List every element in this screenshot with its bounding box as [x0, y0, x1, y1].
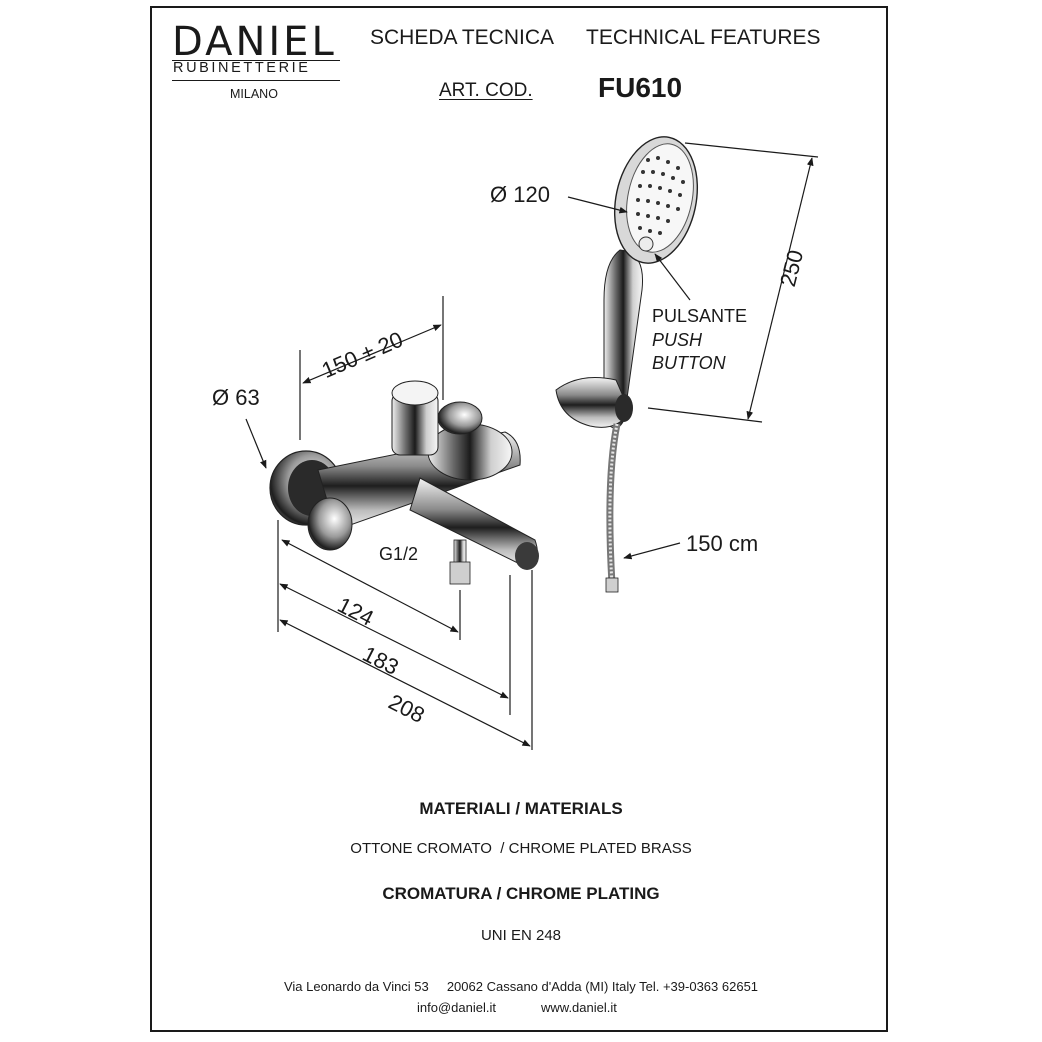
- article-code: FU610: [598, 72, 683, 103]
- plating-value: UNI EN 248: [480, 927, 562, 944]
- materials-title: MATERIALI / MATERIALS: [419, 799, 623, 818]
- push-button-label-it: PULSANTE: [652, 306, 748, 326]
- sheet-frame: [150, 6, 888, 1032]
- brand-logo-wordmark: DANIEL: [172, 19, 337, 65]
- brand-city: MILANO: [230, 87, 278, 101]
- brand-subtitle: RUBINETTERIE: [173, 60, 311, 76]
- mixer-illustration: [269, 380, 539, 585]
- article-code-label: ART. COD.: [439, 80, 533, 101]
- dimension-hose-length: 150 cm: [686, 531, 759, 556]
- push-button-label-en-1: PUSH: [652, 330, 703, 350]
- sheet-title-it: SCHEDA TECNICA: [370, 26, 554, 49]
- materials-value: OTTONE CROMATO / CHROME PLATED BRASS: [350, 840, 692, 857]
- dimension-flange-diameter: Ø 63: [212, 385, 260, 410]
- hand-shower-illustration: [555, 136, 699, 593]
- dimension-head-diameter: Ø 120: [490, 182, 550, 207]
- sheet-title-en: TECHNICAL FEATURES: [586, 26, 821, 49]
- footer-website-link[interactable]: www.daniel.it: [541, 1000, 617, 1015]
- dimension-outlet-thread: G1/2: [379, 544, 419, 564]
- logo-rule-top: [172, 60, 340, 61]
- logo-rule-bottom: [172, 80, 340, 81]
- push-button-label-en-2: BUTTON: [652, 353, 726, 373]
- footer-address: Via Leonardo da Vinci 53 20062 Cassano d…: [283, 979, 759, 994]
- footer-email-link[interactable]: info@daniel.it: [417, 1000, 496, 1015]
- plating-title: CROMATURA / CHROME PLATING: [382, 884, 660, 903]
